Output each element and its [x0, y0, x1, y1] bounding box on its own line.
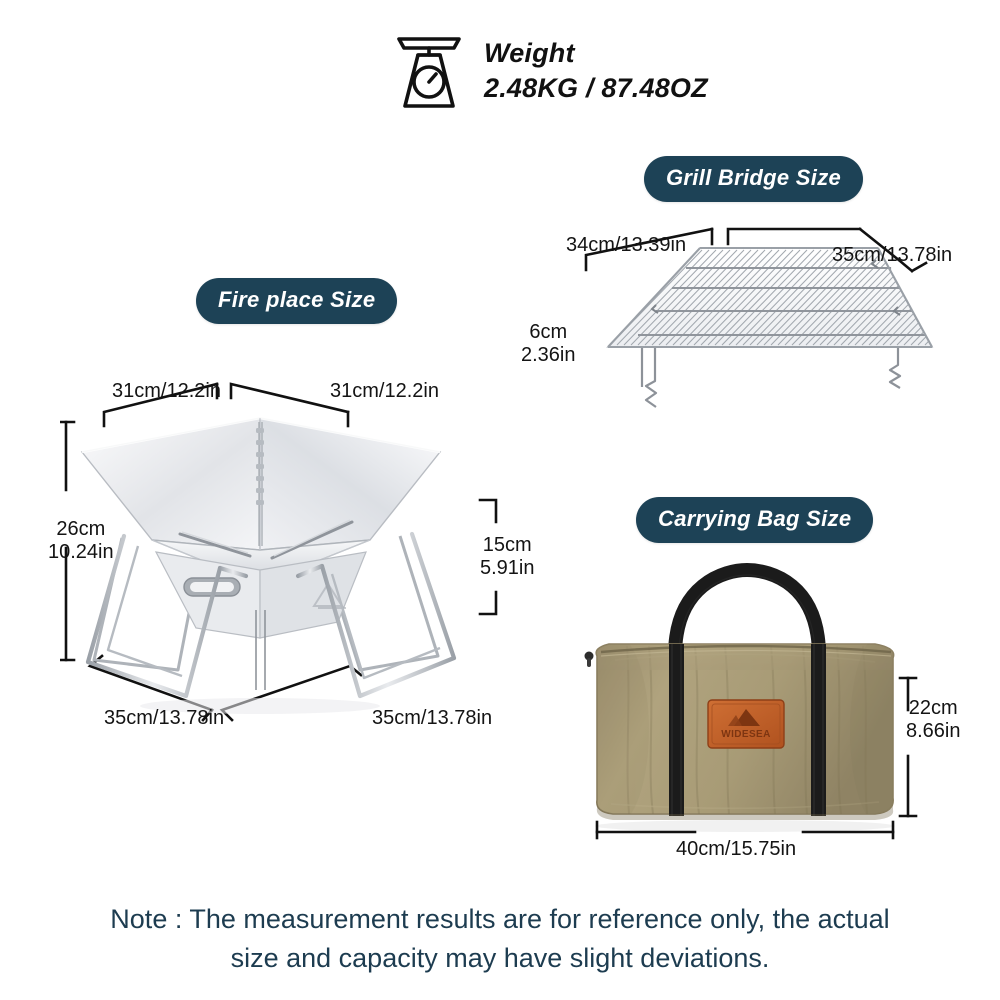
- fireplace-dim-height-cm: 26cm: [56, 518, 106, 540]
- fireplace-dim-top-right: 31cm/12.2in: [330, 380, 439, 402]
- fireplace-dim-leg-height-in: 5.91in: [480, 557, 535, 580]
- bag-dim-width: 40cm/15.75in: [676, 838, 797, 860]
- grill-dim-height-in: 2.36in: [521, 344, 576, 367]
- fire-place-illustration: [60, 370, 530, 730]
- weight-title: Weight: [484, 38, 575, 69]
- bag-dim-height-cm: 22cm: [908, 697, 958, 719]
- fireplace-dim-height: 26cm 10.24in: [48, 518, 114, 564]
- weight-text-group: Weight 2.48KG / 87.48OZ: [484, 36, 708, 105]
- badge-fire-place-size: Fire place Size: [196, 278, 398, 324]
- fireplace-dim-leg-height: 15cm 5.91in: [480, 534, 535, 580]
- zipper-pull: [584, 651, 594, 667]
- weight-value: 2.48KG / 87.48OZ: [484, 73, 708, 103]
- carrying-bag-illustration: WIDESEA: [575, 560, 935, 850]
- fireplace-dim-bottom-right: 35cm/13.78in: [372, 707, 493, 729]
- kitchen-scale-icon: [392, 28, 466, 114]
- grill-dim-height: 6cm 2.36in: [521, 321, 576, 367]
- grill-bridge-illustration: [560, 215, 1000, 450]
- grill-dim-top-right: 35cm/13.78in: [832, 244, 953, 266]
- grill-dim-top-left: 34cm/13.39in: [566, 234, 687, 256]
- fireplace-dim-height-in: 10.24in: [48, 541, 114, 564]
- weight-block: Weight 2.48KG / 87.48OZ: [392, 28, 708, 114]
- grill-dim-height-cm: 6cm: [529, 321, 568, 343]
- badge-carrying-bag-size: Carrying Bag Size: [636, 497, 874, 543]
- badge-grill-bridge-size: Grill Bridge Size: [644, 156, 864, 202]
- fireplace-dim-bottom-left: 35cm/13.78in: [104, 707, 225, 729]
- note-line-1: Note : The measurement results are for r…: [110, 904, 890, 934]
- svg-text:WIDESEA: WIDESEA: [721, 729, 770, 740]
- fireplace-dim-leg-height-cm: 15cm: [482, 534, 532, 556]
- brand-patch: WIDESEA: [707, 699, 785, 749]
- note-block: Note : The measurement results are for r…: [0, 900, 1000, 979]
- note-line-2: size and capacity may have slight deviat…: [230, 943, 770, 974]
- bag-dim-height-in: 8.66in: [906, 720, 961, 743]
- fireplace-dim-top-left: 31cm/12.2in: [112, 380, 221, 402]
- bag-dim-height: 22cm 8.66in: [906, 697, 961, 743]
